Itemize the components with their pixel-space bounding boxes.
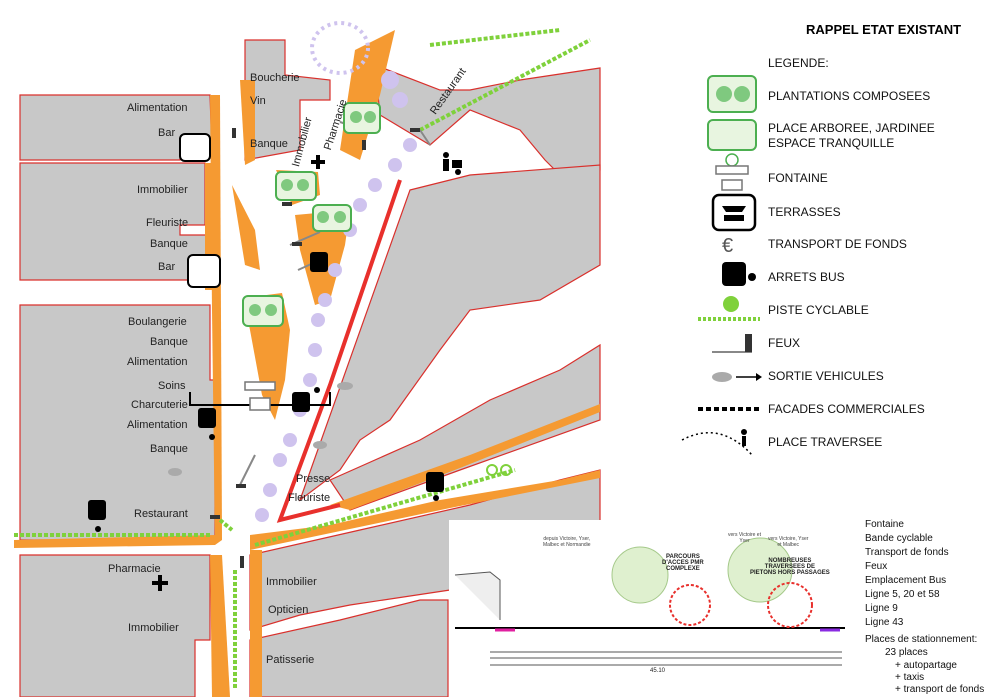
terrace-markers: [179, 133, 221, 288]
traffic-light-icon: [712, 334, 752, 353]
legend-label-terraces: TERRASSES: [768, 205, 841, 219]
fountain-icon: [715, 165, 749, 191]
red-lane: [276, 179, 402, 523]
parking-heading: Places de stationnement:: [865, 634, 978, 645]
legend-label-commercial-facades: FACADES COMMERCIALES: [768, 402, 925, 416]
sidebar-line-5: Emplacement Bus: [865, 575, 947, 586]
parking-extra-1: + autopartage: [895, 660, 957, 671]
parking-extra-3: + transport de fonds: [895, 684, 985, 695]
section-note-1: depuis Victoire, Yser, Malbec et Normand…: [543, 536, 591, 548]
label-alimentation-3: Alimentation: [127, 419, 188, 431]
legend-label-bus-stops: ARRETS BUS: [768, 270, 845, 284]
label-fleuriste-2: Fleuriste: [288, 492, 331, 504]
parking-count: 23 places: [885, 647, 928, 658]
label-alimentation-2: Alimentation: [127, 356, 188, 368]
label-banque-top: Banque: [250, 138, 288, 150]
label-soins: Soins: [158, 380, 186, 392]
plantations-icon: [707, 75, 757, 113]
label-bar-2: Bar: [158, 261, 176, 273]
sidebar-line-1: Fontaine: [865, 519, 904, 530]
label-banque-1: Banque: [150, 238, 188, 250]
legend-label-plantations: PLANTATIONS COMPOSEES: [768, 89, 931, 103]
sidebar-line-3: Transport de fonds: [865, 547, 949, 558]
label-vin: Vin: [250, 95, 266, 107]
label-pharmacie-2: Pharmacie: [108, 563, 161, 575]
legend-heading: LEGENDE:: [768, 56, 829, 70]
section-total-width: 45.10: [650, 668, 666, 674]
bus-icon: [722, 262, 756, 286]
bike-lanes: [14, 28, 591, 690]
label-opticien: Opticien: [268, 604, 309, 616]
tree-glyphs: [249, 111, 376, 316]
parking-extra-2: + taxis: [895, 672, 925, 683]
section-callout-crossings: NOMBREUSES TRAVERSEES DE PIETONS HORS PA…: [750, 558, 830, 576]
pedestrian-icon: [681, 429, 753, 456]
label-immobilier-2: Immobilier: [128, 622, 179, 634]
label-immobilier-1: Immobilier: [137, 184, 188, 196]
fountain-marker: [244, 381, 276, 411]
sidebar-line-8: Ligne 43: [865, 617, 904, 628]
pedestrian-zones: [14, 30, 600, 697]
label-presse: Presse: [296, 473, 331, 485]
section-note-3: vers Victoire, Yser et Malbec: [768, 536, 809, 548]
legend-label-square-crossing: PLACE TRAVERSEE: [768, 435, 883, 449]
pedestrian-marker: [443, 152, 462, 175]
bike-marker: [486, 464, 512, 476]
section-note-2: vers Victoire et Yser: [728, 532, 761, 544]
section-callout-pmr: PARCOURS D'ACCES PMR COMPLEXE: [662, 554, 704, 572]
terrace-icon: [711, 193, 757, 232]
label-bar-1: Bar: [158, 127, 176, 139]
sidebar-line-4: Feux: [865, 561, 888, 572]
legend-icons: €: [681, 75, 762, 456]
garden-square-icon: [707, 119, 757, 167]
buildings: [19, 39, 601, 697]
legend-label-traffic-lights: FEUX: [768, 336, 801, 350]
label-patisserie: Patisserie: [266, 654, 315, 666]
vehicle-exits: [168, 382, 353, 476]
legend-label-cash-transport: TRANSPORT DE FONDS: [768, 237, 907, 251]
label-banque-2: Banque: [150, 336, 188, 348]
cross-section: [449, 520, 851, 696]
bicycle-icon: [698, 296, 760, 321]
legend-label-bike-lane: PISTE CYCLABLE: [768, 303, 869, 317]
page-title: RAPPEL ETAT EXISTANT: [806, 22, 962, 37]
legend-label-fountain: FONTAINE: [768, 171, 828, 185]
traffic-lights: [210, 128, 420, 568]
bus-stops: [88, 252, 444, 532]
legend-label-garden-square: PLACE ARBOREE, JARDINEE ESPACE TRANQUILL…: [768, 121, 935, 150]
label-boulangerie: Boulangerie: [128, 316, 187, 328]
legend-label-vehicle-exits: SORTIE VEHICULES: [768, 369, 884, 383]
label-fleuriste-1: Fleuriste: [146, 217, 189, 229]
label-alimentation-1: Alimentation: [127, 102, 188, 114]
label-charcuterie: Charcuterie: [131, 399, 188, 411]
pharmacy-crosses: [152, 155, 325, 591]
car-icon: [712, 372, 762, 382]
label-restaurant-2: Restaurant: [134, 508, 188, 520]
sidebar-line-2: Bande cyclable: [865, 533, 933, 544]
euro-icon: €: [722, 235, 733, 257]
sidebar-line-6: Ligne 5, 20 et 58: [865, 589, 940, 600]
sidebar-line-7: Ligne 9: [865, 603, 898, 614]
label-banque-3: Banque: [150, 443, 188, 455]
label-immobilier-3: Immobilier: [266, 576, 317, 588]
label-boucherie: Boucherie: [250, 72, 300, 84]
